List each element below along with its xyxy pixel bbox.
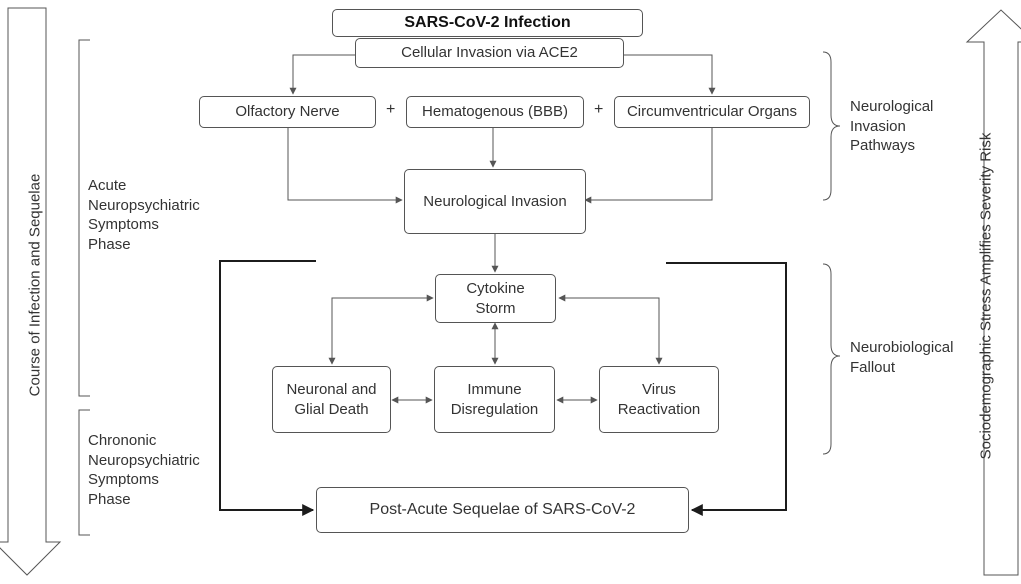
immune-disregulation-box: Immune Disregulation [434,366,555,433]
sociodemographic-risk-label: Sociodemographic Stress Amplifies Severi… [977,132,995,460]
cytokine-storm-box: Cytokine Storm [435,274,556,323]
neurological-invasion-box: Neurological Invasion [404,169,586,234]
edge-right-to-pasc [666,262,787,516]
pathways-brace [822,51,841,201]
edge-olfactory-invasion [287,128,403,204]
risk-arrow [965,9,1021,576]
olfactory-nerve-box: Olfactory Nerve [199,96,376,128]
edge-cytokine-virus [558,294,663,365]
edge-left-to-pasc [219,260,316,516]
course-of-infection-label: Course of Infection and Sequelae [26,173,44,397]
neurobiological-fallout-label: Neurobiological Fallout [850,339,954,376]
edge-ace2-olfactory [289,54,355,95]
acute-phase-bracket [78,39,90,397]
fallout-brace [822,263,841,455]
pasc-box: Post-Acute Sequelae of SARS-CoV-2 [316,487,689,533]
virus-reactivation-box: Virus Reactivation [599,366,719,433]
sars-cov-2-infection-box: SARS-CoV-2 Infection [332,9,643,37]
neuronal-glial-death-box: Neuronal and Glial Death [272,366,391,433]
edge-cytokine-neuronal [328,294,434,365]
chronic-phase-label: Chrononic Neuropsychiatric Symptoms Phas… [88,432,200,508]
cellular-invasion-box: Cellular Invasion via ACE2 [355,38,624,68]
plus-sign-2: + [594,101,604,118]
hematogenous-box: Hematogenous (BBB) [406,96,584,128]
edge-circumventricular-invasion [584,128,713,204]
plus-sign-1: + [386,101,396,118]
course-arrow [0,7,62,576]
neurological-invasion-pathways-label: Neurological Invasion Pathways [850,98,934,154]
edge-ace2-circumventricular [624,54,716,95]
circumventricular-organs-box: Circumventricular Organs [614,96,810,128]
chronic-phase-bracket [78,409,90,536]
acute-phase-label: Acute Neuropsychiatric Symptoms Phase [88,177,200,253]
